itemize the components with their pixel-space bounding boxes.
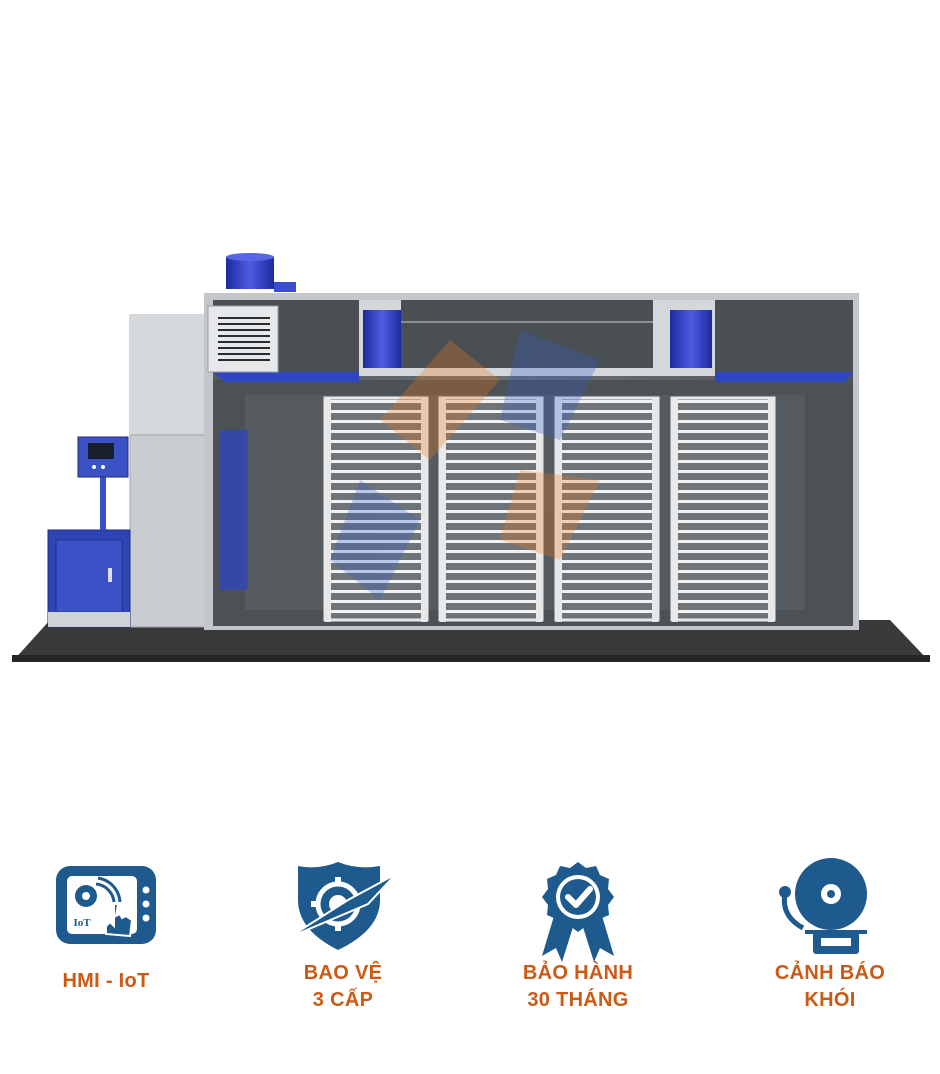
tray-trolleys	[323, 396, 776, 622]
side-door	[220, 430, 248, 590]
shield-gear-icon	[288, 862, 397, 950]
feature-label-line: 30 THÁNG	[527, 989, 629, 1011]
ceiling-plenum	[213, 300, 853, 382]
feature-label: CẢNH BÁO KHÓI	[730, 960, 930, 1014]
feature-label-line: BẢO HÀNH	[522, 962, 634, 984]
feature-label: BẢO HÀNH 30 THÁNG	[478, 960, 678, 1014]
feature-label: HMI - IoT	[6, 968, 206, 995]
feature-label-line: CẢNH BÁO	[774, 962, 886, 984]
heat-pump-unit	[47, 314, 209, 628]
brand-watermark	[330, 330, 600, 600]
feature-label-line: BAO VỆ	[303, 962, 383, 984]
hmi-iot-icon: IoT	[56, 866, 156, 944]
feature-label-line: HMI - IoT	[62, 970, 150, 992]
warranty-badge-icon	[542, 862, 614, 962]
floor-slab	[12, 620, 930, 662]
trolley	[670, 396, 776, 622]
feature-label: BAO VỆ 3 CẤP	[243, 960, 443, 1014]
feature-hmi-iot: IoT HMI - IoT	[6, 850, 206, 1050]
trolley	[554, 396, 660, 622]
feature-warranty: BẢO HÀNH 30 THÁNG	[478, 850, 678, 1050]
alarm-bell-icon	[779, 858, 867, 954]
trolley	[323, 396, 429, 622]
feature-label-line: KHÓI	[804, 989, 856, 1011]
feature-protection: BAO VỆ 3 CẤP	[243, 850, 443, 1050]
hmi-iot-icon-text: IoT	[73, 917, 91, 929]
trolley	[438, 396, 544, 622]
feature-label-line: 3 CẤP	[312, 989, 374, 1011]
heater-box	[207, 305, 279, 373]
feature-smoke-alarm: CẢNH BÁO KHÓI	[730, 850, 930, 1050]
hmi-control-panel	[77, 436, 129, 530]
dryer-chamber-illustration	[12, 253, 930, 662]
roof-fan-duct	[226, 253, 296, 292]
